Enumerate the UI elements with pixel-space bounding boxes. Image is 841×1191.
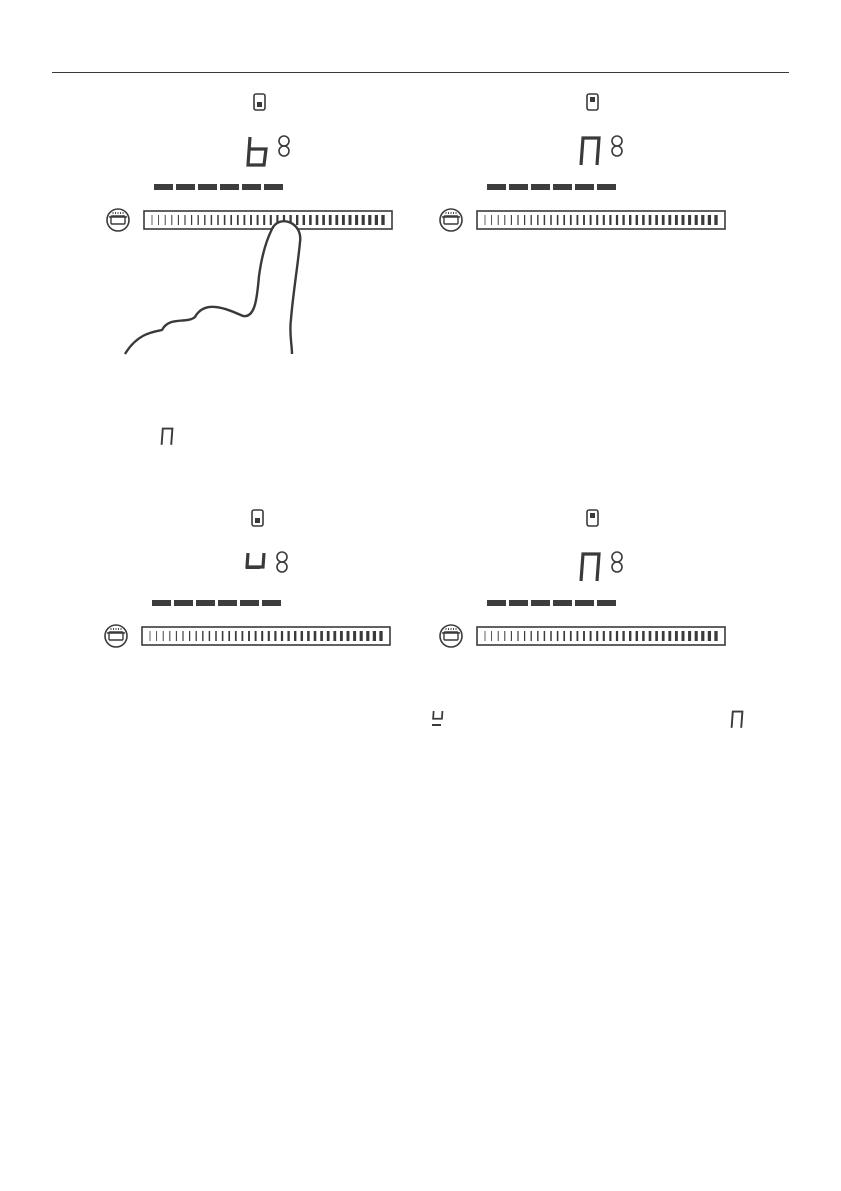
power-level-bar [176, 184, 195, 190]
dual-ring-icon [612, 136, 622, 156]
inline-symbol-3 [732, 712, 743, 728]
power-level-bar [487, 184, 506, 190]
power-level-bars [487, 600, 616, 606]
power-level-bar [597, 600, 616, 606]
power-level-bar [509, 600, 528, 606]
power-level-bar [242, 184, 261, 190]
dual-ring-icon [277, 552, 287, 572]
digit-display [581, 138, 599, 165]
dual-ring-icon [279, 136, 289, 156]
power-level-bar [220, 184, 239, 190]
power-level-bar [196, 600, 215, 606]
pot-icon [440, 625, 462, 647]
power-level-bar [154, 184, 173, 190]
decimal-underscore [246, 566, 260, 569]
power-level-bar [531, 600, 550, 606]
digit-display [248, 137, 266, 165]
power-level-bar [553, 600, 572, 606]
control-panel-bottom-left [105, 510, 390, 647]
power-level-bar [174, 600, 193, 606]
zone-indicator-icon [587, 510, 598, 526]
dual-ring-icon [612, 552, 622, 572]
control-panel-bottom-right [440, 510, 725, 647]
power-level-bar [553, 184, 572, 190]
zone-indicator-icon [252, 510, 263, 526]
pot-icon [105, 625, 127, 647]
power-level-bar [198, 184, 217, 190]
finger-touch-icon [125, 221, 300, 354]
inline-symbols [162, 429, 743, 728]
power-level-bars [487, 184, 616, 190]
power-level-bar [262, 600, 281, 606]
touch-slider [477, 627, 725, 645]
pot-icon [107, 209, 129, 231]
digit-display [247, 553, 264, 567]
power-level-bar [597, 184, 616, 190]
power-level-bars [154, 184, 283, 190]
power-level-bar [264, 184, 283, 190]
pot-icon [440, 209, 462, 231]
touch-slider [477, 211, 725, 229]
power-level-bar [152, 600, 171, 606]
control-panel-top-left [107, 94, 392, 354]
digit-display [581, 554, 599, 581]
touch-slider [142, 627, 390, 645]
power-level-bar [509, 184, 528, 190]
inline-symbol-2 [433, 711, 442, 719]
power-level-bar [218, 600, 237, 606]
power-level-bars [152, 600, 281, 606]
inline-underscore [432, 724, 441, 726]
power-level-bar [531, 184, 550, 190]
zone-indicator-icon [587, 94, 598, 110]
power-level-bar [575, 184, 594, 190]
touch-slider [144, 211, 392, 229]
zone-indicator-icon [254, 94, 265, 110]
power-level-bar [487, 600, 506, 606]
power-level-bar [240, 600, 259, 606]
inline-symbol-1 [162, 429, 173, 445]
power-level-bar [575, 600, 594, 606]
control-panel-top-right [440, 94, 725, 231]
